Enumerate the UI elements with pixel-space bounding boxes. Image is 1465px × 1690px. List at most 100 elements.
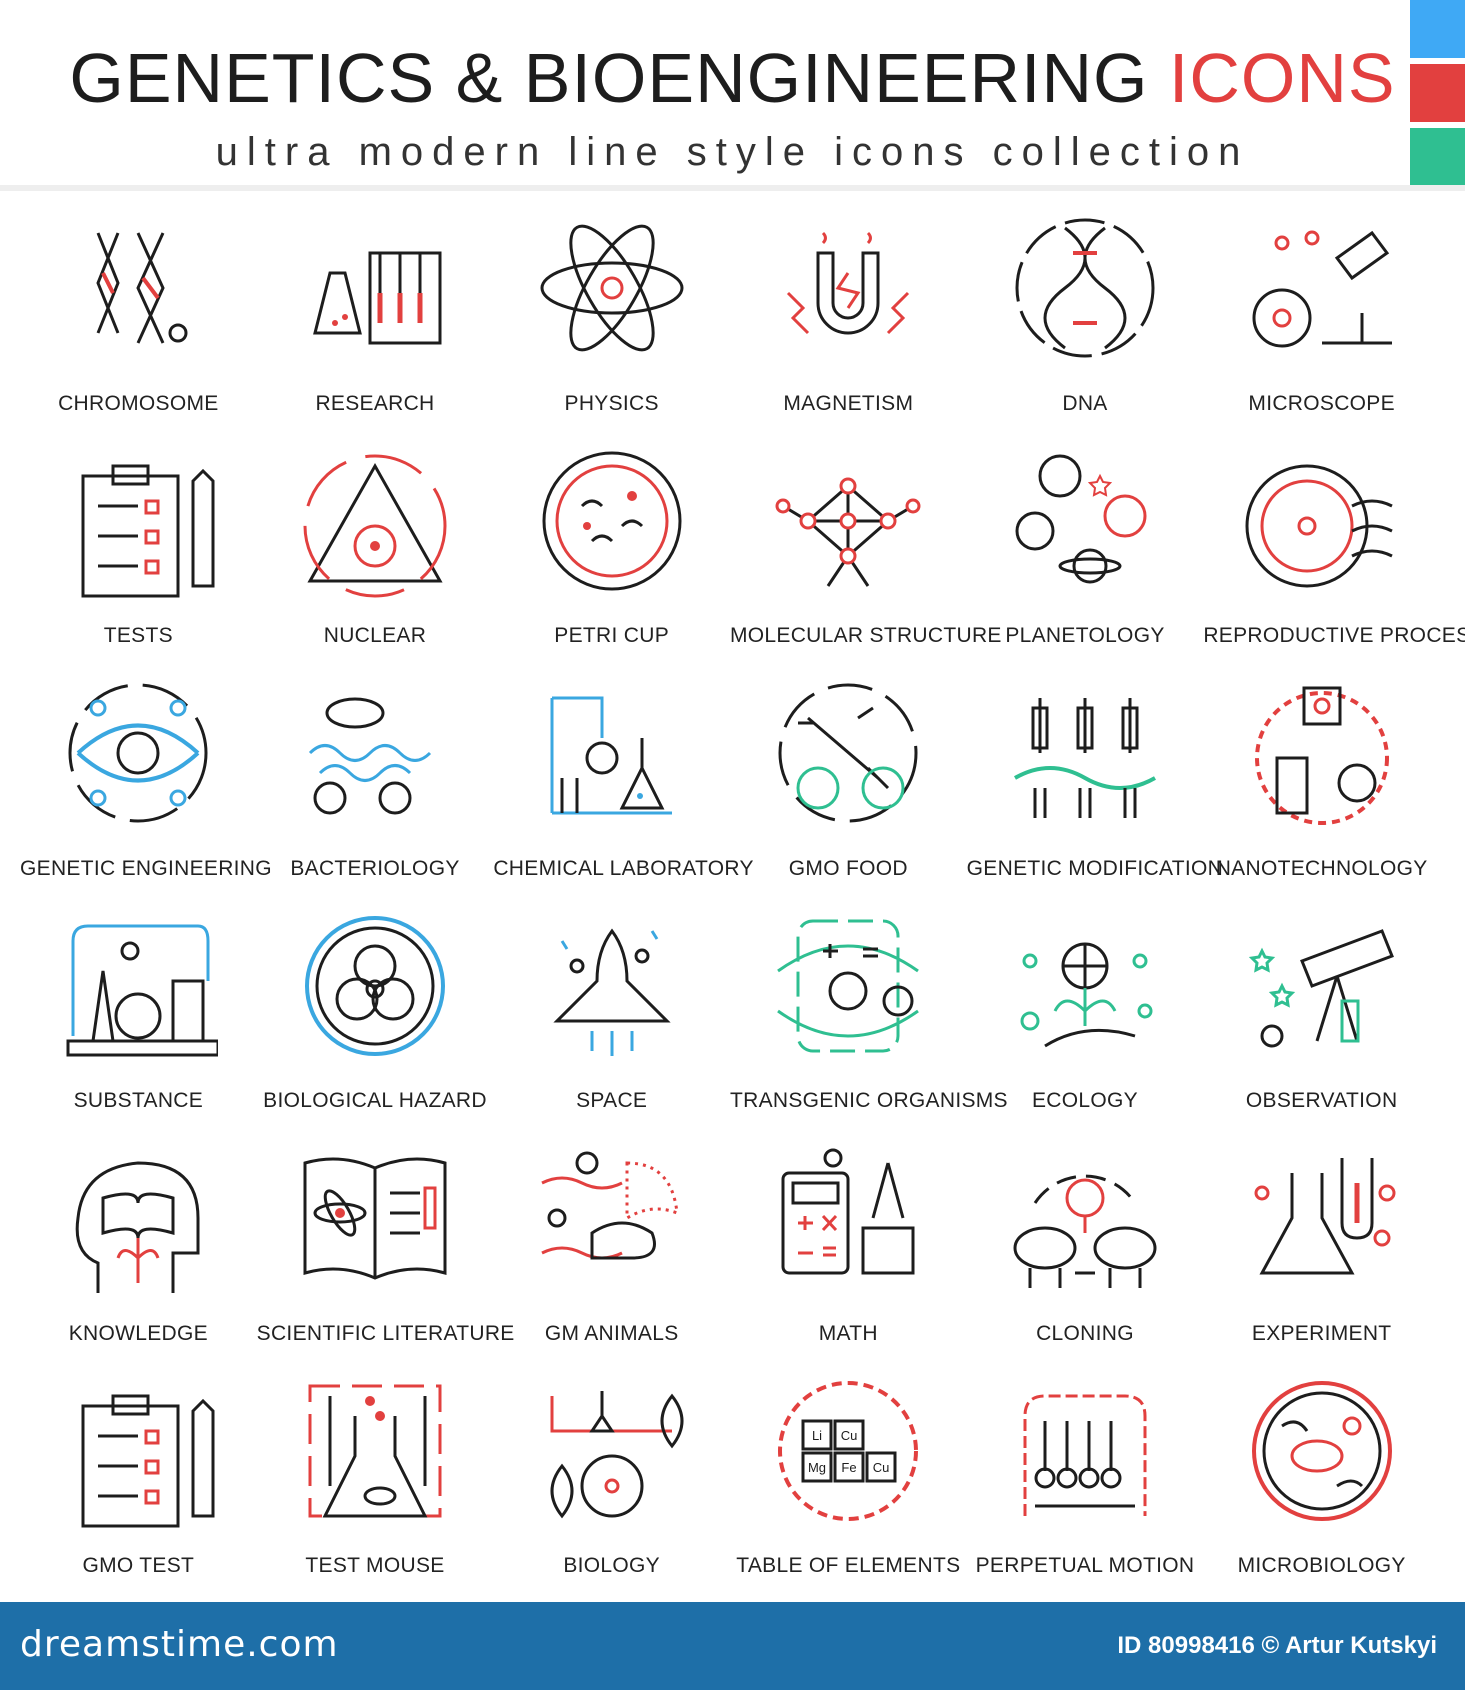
icon-tile: NANOTECHNOLOGY [1203,670,1440,903]
icon-tile: PETRI CUP [493,438,730,671]
icon-label: REPRODUCTIVE PROCESS [1203,624,1465,647]
icon-tile: PERPETUAL MOTION [967,1368,1204,1601]
icon-tile: GMO FOOD [730,670,967,903]
icon-tile: BIOLOGICAL HAZARD [257,903,494,1136]
icon-tile: MAGNETISM [730,205,967,438]
icon-label: SUBSTANCE [73,1089,204,1112]
icon-tile: BACTERIOLOGY [257,670,494,903]
footer: dreamstime.com ID 80998416 © Artur Kutsk… [0,1602,1465,1690]
icon-label: SCIENTIFIC LITERATURE [256,1321,515,1345]
icon-label: BIOLOGICAL HAZARD [263,1089,487,1112]
color-swatch-blue [1410,0,1465,58]
icon-label: DNA [1062,391,1108,415]
icon-label: MICROSCOPE [1248,391,1395,415]
chromosome-icon [96,232,188,344]
magnetism-icon [787,231,910,335]
microbiology-icon [1251,1380,1392,1521]
image-credit: ID 80998416 © Artur Kutskyi [1117,1632,1437,1659]
icon-label: CLONING [1036,1321,1134,1345]
icon-label: KNOWLEDGE [68,1321,208,1345]
genetic-modification-icon [1013,698,1156,818]
icon-tile: RESEARCH [257,205,494,438]
icon-label: CHEMICAL LABORATORY [493,856,754,880]
icon-label: NUCLEAR [323,624,427,647]
icon-label: PHYSICS [564,391,659,415]
experiment-icon [1254,1158,1396,1275]
icon-tile: TRANSGENIC ORGANISMS [730,903,1008,1136]
icon-label: GM ANIMALS [544,1321,679,1345]
title-main: GENETICS & BIOENGINEERING [69,39,1149,117]
svg-text:Cu: Cu [873,1460,890,1475]
title-accent: ICONS [1168,39,1396,117]
research-icon [313,251,442,345]
icon-label: MAGNETISM [783,391,914,415]
icon-label: TRANSGENIC ORGANISMS [730,1089,1008,1112]
molecular-structure-icon [775,477,921,587]
ecology-icon [1020,942,1153,1047]
icon-label: TESTS [103,624,173,647]
icon-label: MICROBIOLOGY [1237,1554,1406,1577]
icon-tile: MICROSCOPE [1203,205,1440,438]
nanotechnology-icon [1254,686,1389,825]
icon-tile: TEST MOUSE [257,1368,494,1601]
icon-label: PERPETUAL MOTION [975,1554,1195,1577]
icon-label: OBSERVATION [1245,1089,1398,1112]
icon-tile: PLANETOLOGY [967,438,1204,671]
icon-tile: GM ANIMALS [493,1135,730,1368]
icon-label: SPACE [576,1089,648,1112]
genetic-engineering-icon [68,683,208,823]
icon-label: NANOTECHNOLOGY [1215,856,1428,880]
icon-tile: ECOLOGY [967,903,1204,1136]
icon-label: MOLECULAR STRUCTURE [730,624,1002,647]
page-subtitle: ultra modern line style icons collection [215,130,1250,174]
bacteriology-icon [308,697,432,815]
nuclear-icon [303,454,447,597]
icon-label: EXPERIMENT [1251,1321,1392,1345]
space-icon [553,927,671,1056]
page-title: GENETICS & BIOENGINEERING ICONS [0,38,1465,118]
gmo-food-icon [778,683,918,823]
icon-label: PLANETOLOGY [1005,624,1165,647]
icon-tile: CHROMOSOME [20,205,257,438]
svg-text:Cu: Cu [841,1428,858,1443]
icon-tile: MATH [730,1135,967,1368]
icon-tile: SCIENTIFIC LITERATURE [256,1135,515,1368]
transgenic-organisms-icon [777,919,920,1052]
icon-tile: GMO TEST [20,1368,257,1601]
icon-label: BACTERIOLOGY [290,856,460,880]
planetology-icon [1015,454,1147,583]
gm-animals-icon [540,1151,679,1260]
icon-tile: GENETIC ENGINEERING [20,670,272,903]
color-swatch-green [1410,128,1465,186]
icon-tile: PHYSICS [493,205,730,438]
brand-logo: dreamstime.com [20,1624,339,1665]
icon-label: BIOLOGY [563,1554,660,1577]
icon-label: MATH [818,1321,878,1345]
chemical-laboratory-icon [550,696,672,815]
icon-tile: CHEMICAL LABORATORY [493,670,754,903]
biology-icon [550,1390,684,1518]
dna-icon [1015,218,1155,358]
icon-label: GENETIC MODIFICATION [966,856,1224,880]
substance-icon [66,924,219,1056]
icon-label: PETRI CUP [554,624,670,647]
perpetual-motion-icon [1023,1394,1147,1516]
math-icon [781,1148,915,1275]
icon-label: GMO TEST [82,1554,195,1577]
icon-tile: TESTS [20,438,257,671]
icon-tile: MICROBIOLOGY [1203,1368,1440,1601]
icon-tile: SPACE [493,903,730,1136]
icon-label: GMO FOOD [788,856,908,880]
icon-tile: CLONING [967,1135,1204,1368]
icon-label: ECOLOGY [1032,1089,1138,1112]
petri-cup-icon [542,451,682,590]
icon-tile: KNOWLEDGE [20,1135,257,1368]
icon-tile: MOLECULAR STRUCTURE [730,438,1002,671]
icon-tile: REPRODUCTIVE PROCESS [1203,438,1465,671]
tests-icon [81,464,215,597]
gmo-test-icon [81,1394,215,1527]
cloning-icon [1013,1174,1157,1288]
